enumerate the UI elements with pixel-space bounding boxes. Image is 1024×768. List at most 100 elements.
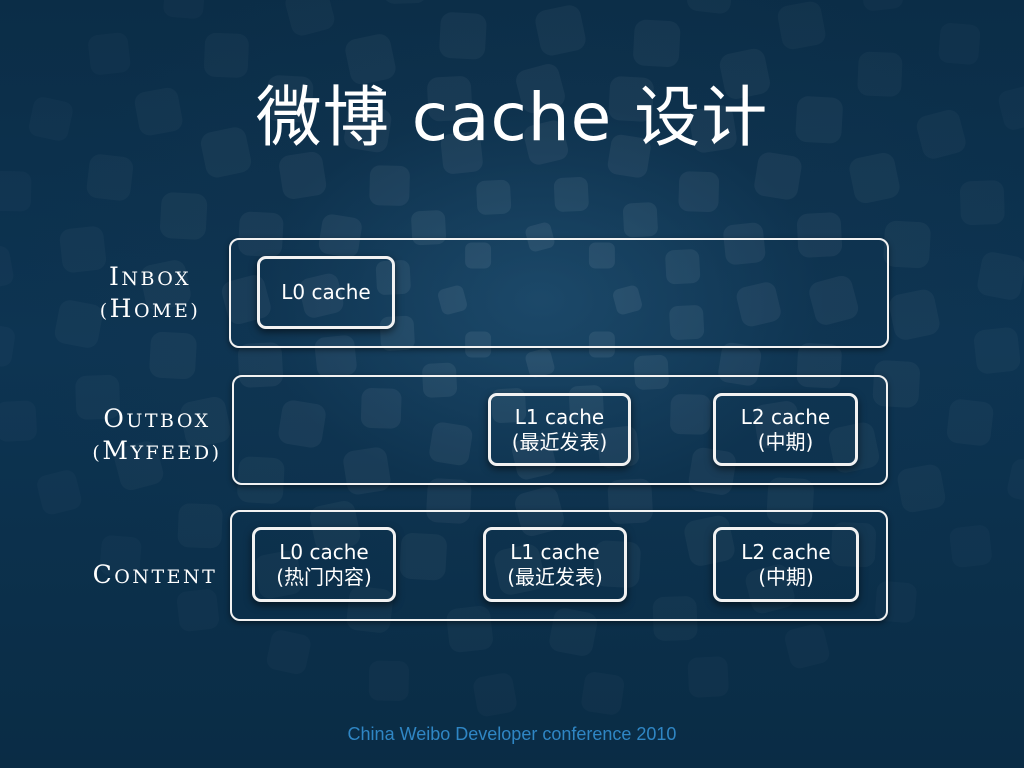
- background-tile: [516, 64, 565, 113]
- background-tile: [523, 120, 569, 165]
- background-tile: [1005, 457, 1024, 505]
- background-tile: [343, 447, 391, 495]
- row-label-content: Content: [85, 560, 225, 592]
- row-box-inbox: [229, 238, 889, 348]
- background-tile: [796, 212, 843, 258]
- background-tile: [736, 282, 781, 327]
- row-label-inbox: Inbox (home): [90, 262, 210, 326]
- background-tile: [429, 422, 473, 466]
- background-tile: [87, 32, 131, 76]
- background-tile: [946, 398, 995, 447]
- background-tile: [35, 468, 83, 516]
- background-tile: [472, 671, 519, 718]
- background-tile: [299, 273, 344, 318]
- background-tile: [411, 210, 447, 246]
- row-label-outbox-line1: Outbox: [103, 404, 211, 433]
- cache-desc: (最近发表): [511, 429, 608, 454]
- footer-text: China Weibo Developer conference 2010: [347, 724, 677, 744]
- cache-box-inbox-l0: L0 cache: [257, 256, 395, 329]
- background-tile: [159, 192, 207, 240]
- cache-box-content-l2: L2 cache (中期): [713, 527, 859, 602]
- cache-name: L2 cache: [740, 404, 831, 429]
- cache-name: L0 cache: [281, 280, 371, 304]
- background-tile: [163, 0, 206, 20]
- background-tile: [438, 285, 467, 315]
- row-label-content-line1: Content: [92, 560, 218, 589]
- background-tile: [314, 335, 357, 378]
- background-tile: [783, 622, 831, 670]
- cache-desc: (最近发表): [507, 564, 603, 589]
- background-tile: [607, 478, 653, 524]
- background-tile: [608, 76, 654, 122]
- background-tile: [283, 0, 337, 38]
- cache-desc: (中期): [758, 564, 814, 589]
- background-tile: [176, 588, 220, 632]
- background-tile: [883, 220, 931, 268]
- background-tile: [238, 211, 284, 257]
- background-tile: [177, 503, 223, 549]
- background-tile: [973, 326, 1021, 374]
- background-tile: [204, 32, 250, 78]
- background-tile: [678, 171, 720, 212]
- background-tile: [369, 660, 410, 701]
- background-tile: [860, 0, 904, 12]
- background-tile: [754, 152, 802, 200]
- background-tile: [938, 22, 981, 65]
- background-tile: [632, 19, 680, 67]
- background-tile: [511, 435, 557, 480]
- cache-desc: (中期): [757, 429, 814, 454]
- background-tile: [776, 0, 827, 51]
- background-tile: [360, 388, 402, 429]
- background-tile: [491, 388, 527, 424]
- background-tile: [318, 214, 362, 258]
- background-tile: [809, 275, 859, 325]
- cache-name: L1 cache: [510, 539, 600, 564]
- background-tile: [149, 331, 197, 379]
- background-tile: [525, 222, 555, 252]
- background-tile: [896, 463, 947, 514]
- background-tile: [465, 242, 492, 269]
- background-tile: [476, 179, 512, 215]
- background-tile: [588, 331, 615, 358]
- background-tile: [439, 12, 487, 60]
- background-tile: [369, 165, 410, 206]
- background-tile: [669, 305, 705, 340]
- background-tile: [588, 242, 615, 269]
- cache-box-content-l1: L1 cache (最近发表): [483, 527, 627, 602]
- background-tile: [265, 628, 313, 676]
- background-tile: [344, 105, 392, 153]
- background-tile: [723, 222, 766, 265]
- row-label-inbox-line1: Inbox: [108, 262, 192, 291]
- background-tile: [887, 287, 941, 341]
- background-tile: [689, 105, 737, 153]
- background-tile: [622, 202, 658, 238]
- background-tile: [665, 249, 701, 285]
- row-box-content: [230, 510, 888, 621]
- background-tile: [0, 244, 15, 291]
- background-tile: [525, 348, 555, 378]
- background-tile: [86, 153, 135, 202]
- background-tile: [465, 331, 492, 358]
- background-tile: [279, 151, 327, 199]
- background-tile: [607, 134, 651, 178]
- background-tile: [949, 524, 993, 568]
- background-tile: [0, 322, 16, 367]
- cache-box-outbox-l2: L2 cache (中期): [713, 393, 858, 466]
- cache-name: L2 cache: [741, 539, 831, 564]
- row-label-outbox: Outbox (Myfeed): [82, 404, 232, 468]
- cache-name: L0 cache: [279, 539, 369, 564]
- background-tile: [960, 180, 1006, 226]
- background-tile: [0, 171, 32, 212]
- row-label-outbox-line2: (Myfeed): [92, 436, 222, 465]
- cache-name: L1 cache: [514, 404, 605, 429]
- cache-box-outbox-l1: L1 cache (最近发表): [488, 393, 631, 466]
- row-box-outbox: [232, 375, 888, 485]
- background-tile: [847, 151, 901, 205]
- background-tile: [0, 400, 37, 442]
- background-tile: [533, 3, 587, 57]
- background-tile: [687, 656, 729, 698]
- background-tile: [580, 671, 625, 716]
- background-tile: [382, 0, 428, 4]
- background-tile: [633, 354, 669, 390]
